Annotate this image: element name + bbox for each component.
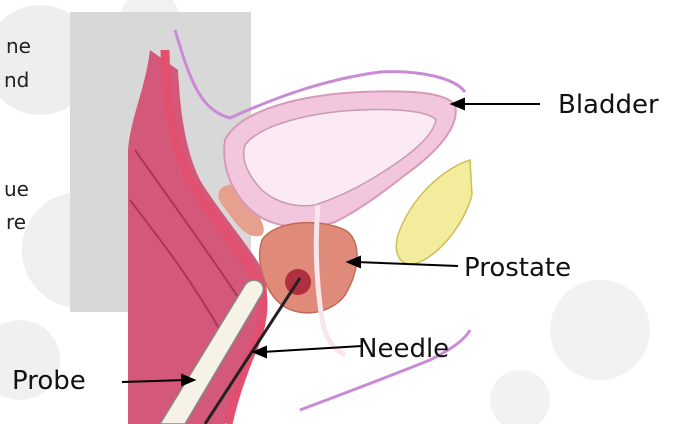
background-text-2: nd <box>4 68 29 92</box>
needle-arrow <box>262 346 362 352</box>
right-decoration <box>490 280 650 424</box>
probe-label: Probe <box>12 366 86 396</box>
needle-label: Needle <box>358 334 449 364</box>
background-text-1: ne <box>6 34 31 58</box>
background-text-4: re <box>6 210 26 234</box>
prostate-label: Prostate <box>464 253 571 283</box>
bladder-label: Bladder <box>558 90 659 120</box>
prostate <box>260 223 357 313</box>
background-text-3: ue <box>4 177 29 201</box>
pubic-bone <box>396 160 472 264</box>
